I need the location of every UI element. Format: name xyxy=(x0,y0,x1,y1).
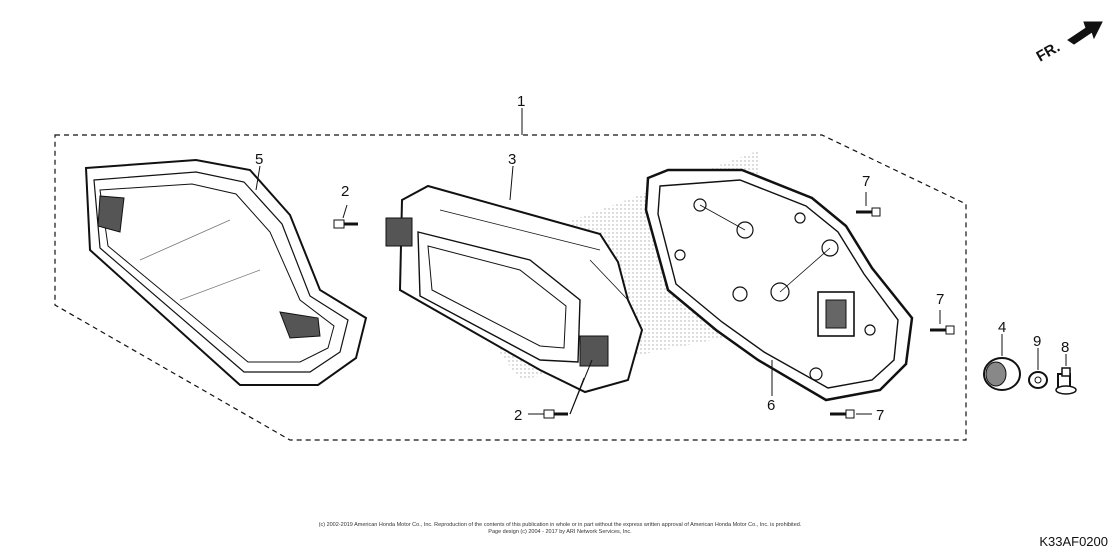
grommet-part-4 xyxy=(983,334,1021,391)
collar-part-8 xyxy=(1055,354,1077,395)
callout-6: 6 xyxy=(767,397,775,414)
screw-part-2-upper xyxy=(333,204,358,229)
page-design-credit: Page design (c) 2004 - 2017 by ARI Netwo… xyxy=(488,529,632,535)
meter-case-part-6 xyxy=(644,168,914,402)
assembly-boundary xyxy=(54,134,967,441)
callout-2-lower: 2 xyxy=(514,407,522,424)
screw-part-7-top xyxy=(856,192,881,217)
screw-part-7-bottom xyxy=(830,409,872,419)
copyright-notice: (c) 2002-2019 American Honda Motor Co., … xyxy=(318,522,802,528)
front-direction-label: FR. xyxy=(1034,39,1063,66)
callout-9: 9 xyxy=(1033,333,1041,350)
washer-part-9 xyxy=(1028,348,1048,389)
callout-5: 5 xyxy=(255,151,263,168)
leader-lines xyxy=(255,108,773,396)
callout-7-top: 7 xyxy=(862,173,870,190)
callout-2-upper: 2 xyxy=(341,183,349,200)
callout-4: 4 xyxy=(998,319,1006,336)
screw-part-2-lower xyxy=(528,359,593,419)
callout-8: 8 xyxy=(1061,339,1069,356)
meter-unit-part-3 xyxy=(385,184,644,394)
callout-3: 3 xyxy=(508,151,516,168)
callout-7-middle: 7 xyxy=(936,291,944,308)
callout-7-bottom: 7 xyxy=(876,407,884,424)
callout-1: 1 xyxy=(517,93,525,110)
figure-code: K33AF0200 xyxy=(1039,534,1108,549)
meter-lens-part-5 xyxy=(84,158,368,386)
front-direction-arrow-icon: FR. xyxy=(1034,21,1103,66)
screw-part-7-middle xyxy=(930,310,955,335)
